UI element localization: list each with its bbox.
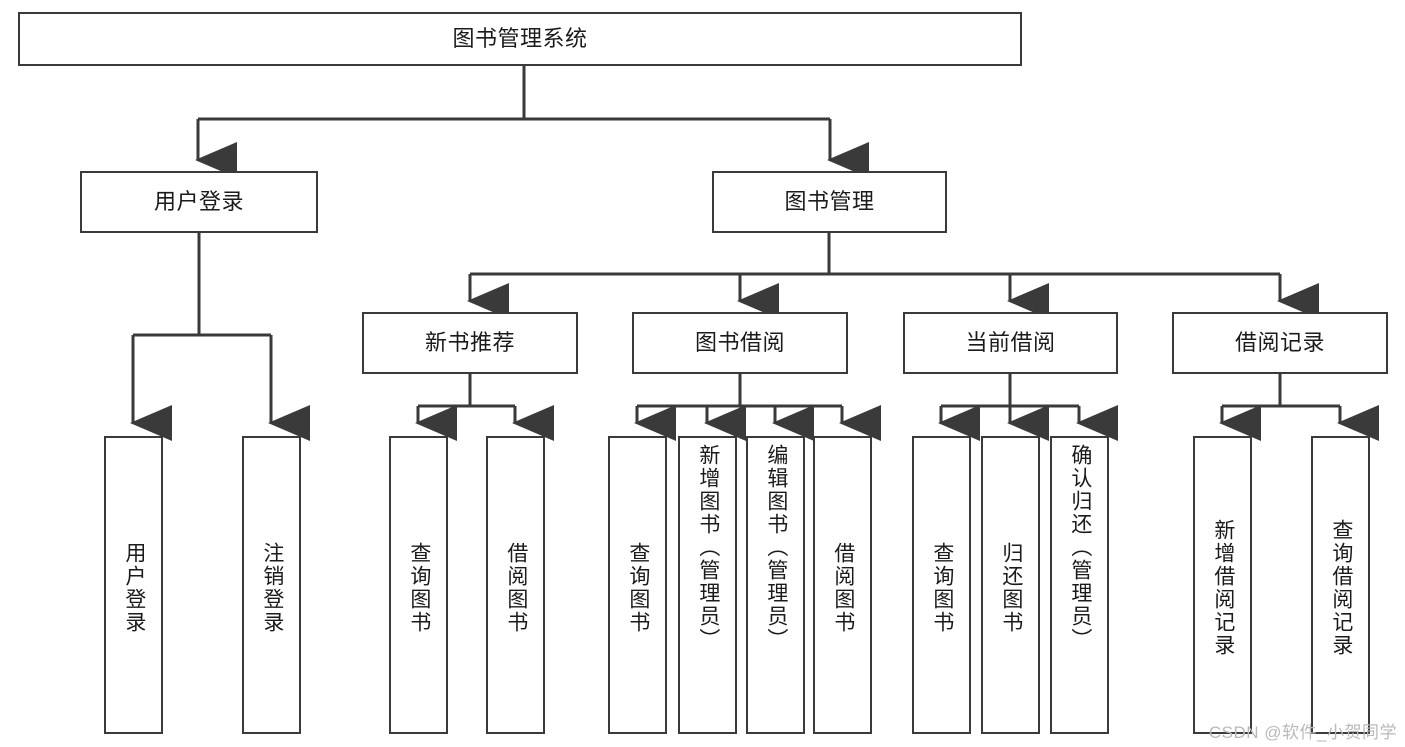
node-label: 查询图书 <box>407 542 431 634</box>
node-user-login[interactable]: 用户登录 <box>80 171 318 233</box>
csdn-watermark: CSDN @软件_小贺同学 <box>1208 723 1397 742</box>
node-label: 图书借阅 <box>694 330 785 356</box>
node-label: 借阅图书 <box>831 542 855 634</box>
node-label: 图书管理系统 <box>452 26 588 52</box>
node-label: 新增图书（管理员） <box>696 444 720 651</box>
leaf-add-book-admin[interactable]: 新增图书（管理员） <box>678 436 737 734</box>
leaf-query-book-recommend[interactable]: 查询图书 <box>389 436 448 734</box>
leaf-edit-book-admin[interactable]: 编辑图书（管理员） <box>746 436 805 734</box>
node-label: 当前借阅 <box>965 330 1056 356</box>
node-label: 查询图书 <box>626 542 650 634</box>
leaf-borrow-book[interactable]: 借阅图书 <box>813 436 872 734</box>
leaf-user-login[interactable]: 用户登录 <box>104 436 163 734</box>
leaf-add-borrow-record[interactable]: 新增借阅记录 <box>1193 436 1252 734</box>
node-label: 注销登录 <box>260 542 284 634</box>
node-label: 用户登录 <box>153 189 244 215</box>
node-label: 借阅图书 <box>504 542 528 634</box>
node-borrow-record[interactable]: 借阅记录 <box>1172 312 1388 374</box>
leaf-return-book[interactable]: 归还图书 <box>981 436 1040 734</box>
node-root-book-management-system[interactable]: 图书管理系统 <box>18 12 1022 66</box>
node-label: 编辑图书（管理员） <box>764 444 788 651</box>
node-label: 图书管理 <box>784 189 875 215</box>
leaf-confirm-return-admin[interactable]: 确认归还（管理员） <box>1050 436 1109 734</box>
leaf-query-borrow-record[interactable]: 查询借阅记录 <box>1311 436 1370 734</box>
node-label: 查询图书 <box>930 542 954 634</box>
node-label: 新增借阅记录 <box>1211 519 1235 657</box>
node-label: 用户登录 <box>122 542 146 634</box>
node-label: 新书推荐 <box>424 330 515 356</box>
node-label: 借阅记录 <box>1234 330 1325 356</box>
leaf-query-book-current[interactable]: 查询图书 <box>912 436 971 734</box>
node-book-management[interactable]: 图书管理 <box>712 171 947 233</box>
node-current-borrow[interactable]: 当前借阅 <box>903 312 1118 374</box>
leaf-logout-login[interactable]: 注销登录 <box>242 436 301 734</box>
node-label: 确认归还（管理员） <box>1068 444 1092 651</box>
node-label: 查询借阅记录 <box>1329 519 1353 657</box>
leaf-query-book-borrow[interactable]: 查询图书 <box>608 436 667 734</box>
node-label: 归还图书 <box>999 542 1023 634</box>
node-book-borrow[interactable]: 图书借阅 <box>632 312 848 374</box>
leaf-borrow-book-recommend[interactable]: 借阅图书 <box>486 436 545 734</box>
node-new-book-recommend[interactable]: 新书推荐 <box>362 312 578 374</box>
